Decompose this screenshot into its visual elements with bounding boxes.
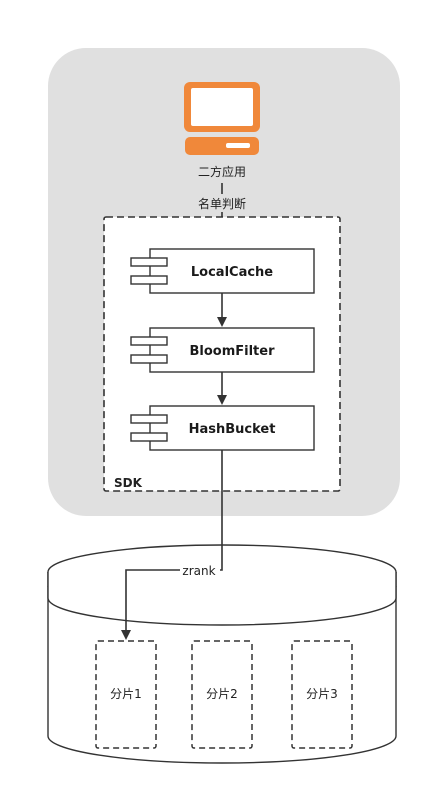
edge-label-background <box>192 194 252 212</box>
shard-3-label: 分片3 <box>306 687 338 701</box>
edge-label-background <box>180 562 220 578</box>
client-label: 二方应用 <box>198 164 246 179</box>
sdk-label: SDK <box>114 476 143 490</box>
shard-2-label: 分片2 <box>206 687 238 701</box>
component-bloomfilter: BloomFilter <box>130 327 315 373</box>
edge-sdk-to-storage-label: zrank <box>182 564 215 578</box>
component-hashbucket: HashBucket <box>130 405 315 451</box>
component-port-icon <box>130 336 168 346</box>
edge-hashbucket-to-shard <box>121 450 223 640</box>
shard-2: 分片2 <box>191 640 253 749</box>
shard-1: 分片1 <box>95 640 157 749</box>
component-hashbucket-label: HashBucket <box>189 422 276 437</box>
shard-3: 分片3 <box>291 640 353 749</box>
component-localcache: LocalCache <box>130 248 315 294</box>
component-port-icon <box>130 275 168 285</box>
edge-client-to-sdk-label: 名单判断 <box>198 196 246 211</box>
component-bloomfilter-label: BloomFilter <box>189 344 275 359</box>
component-port-icon <box>130 354 168 364</box>
component-port-icon <box>130 414 168 424</box>
component-port-icon <box>130 257 168 267</box>
component-localcache-label: LocalCache <box>191 265 273 280</box>
shard-1-label: 分片1 <box>110 687 142 701</box>
computer-terminal-icon <box>184 82 260 155</box>
component-port-icon <box>130 432 168 442</box>
